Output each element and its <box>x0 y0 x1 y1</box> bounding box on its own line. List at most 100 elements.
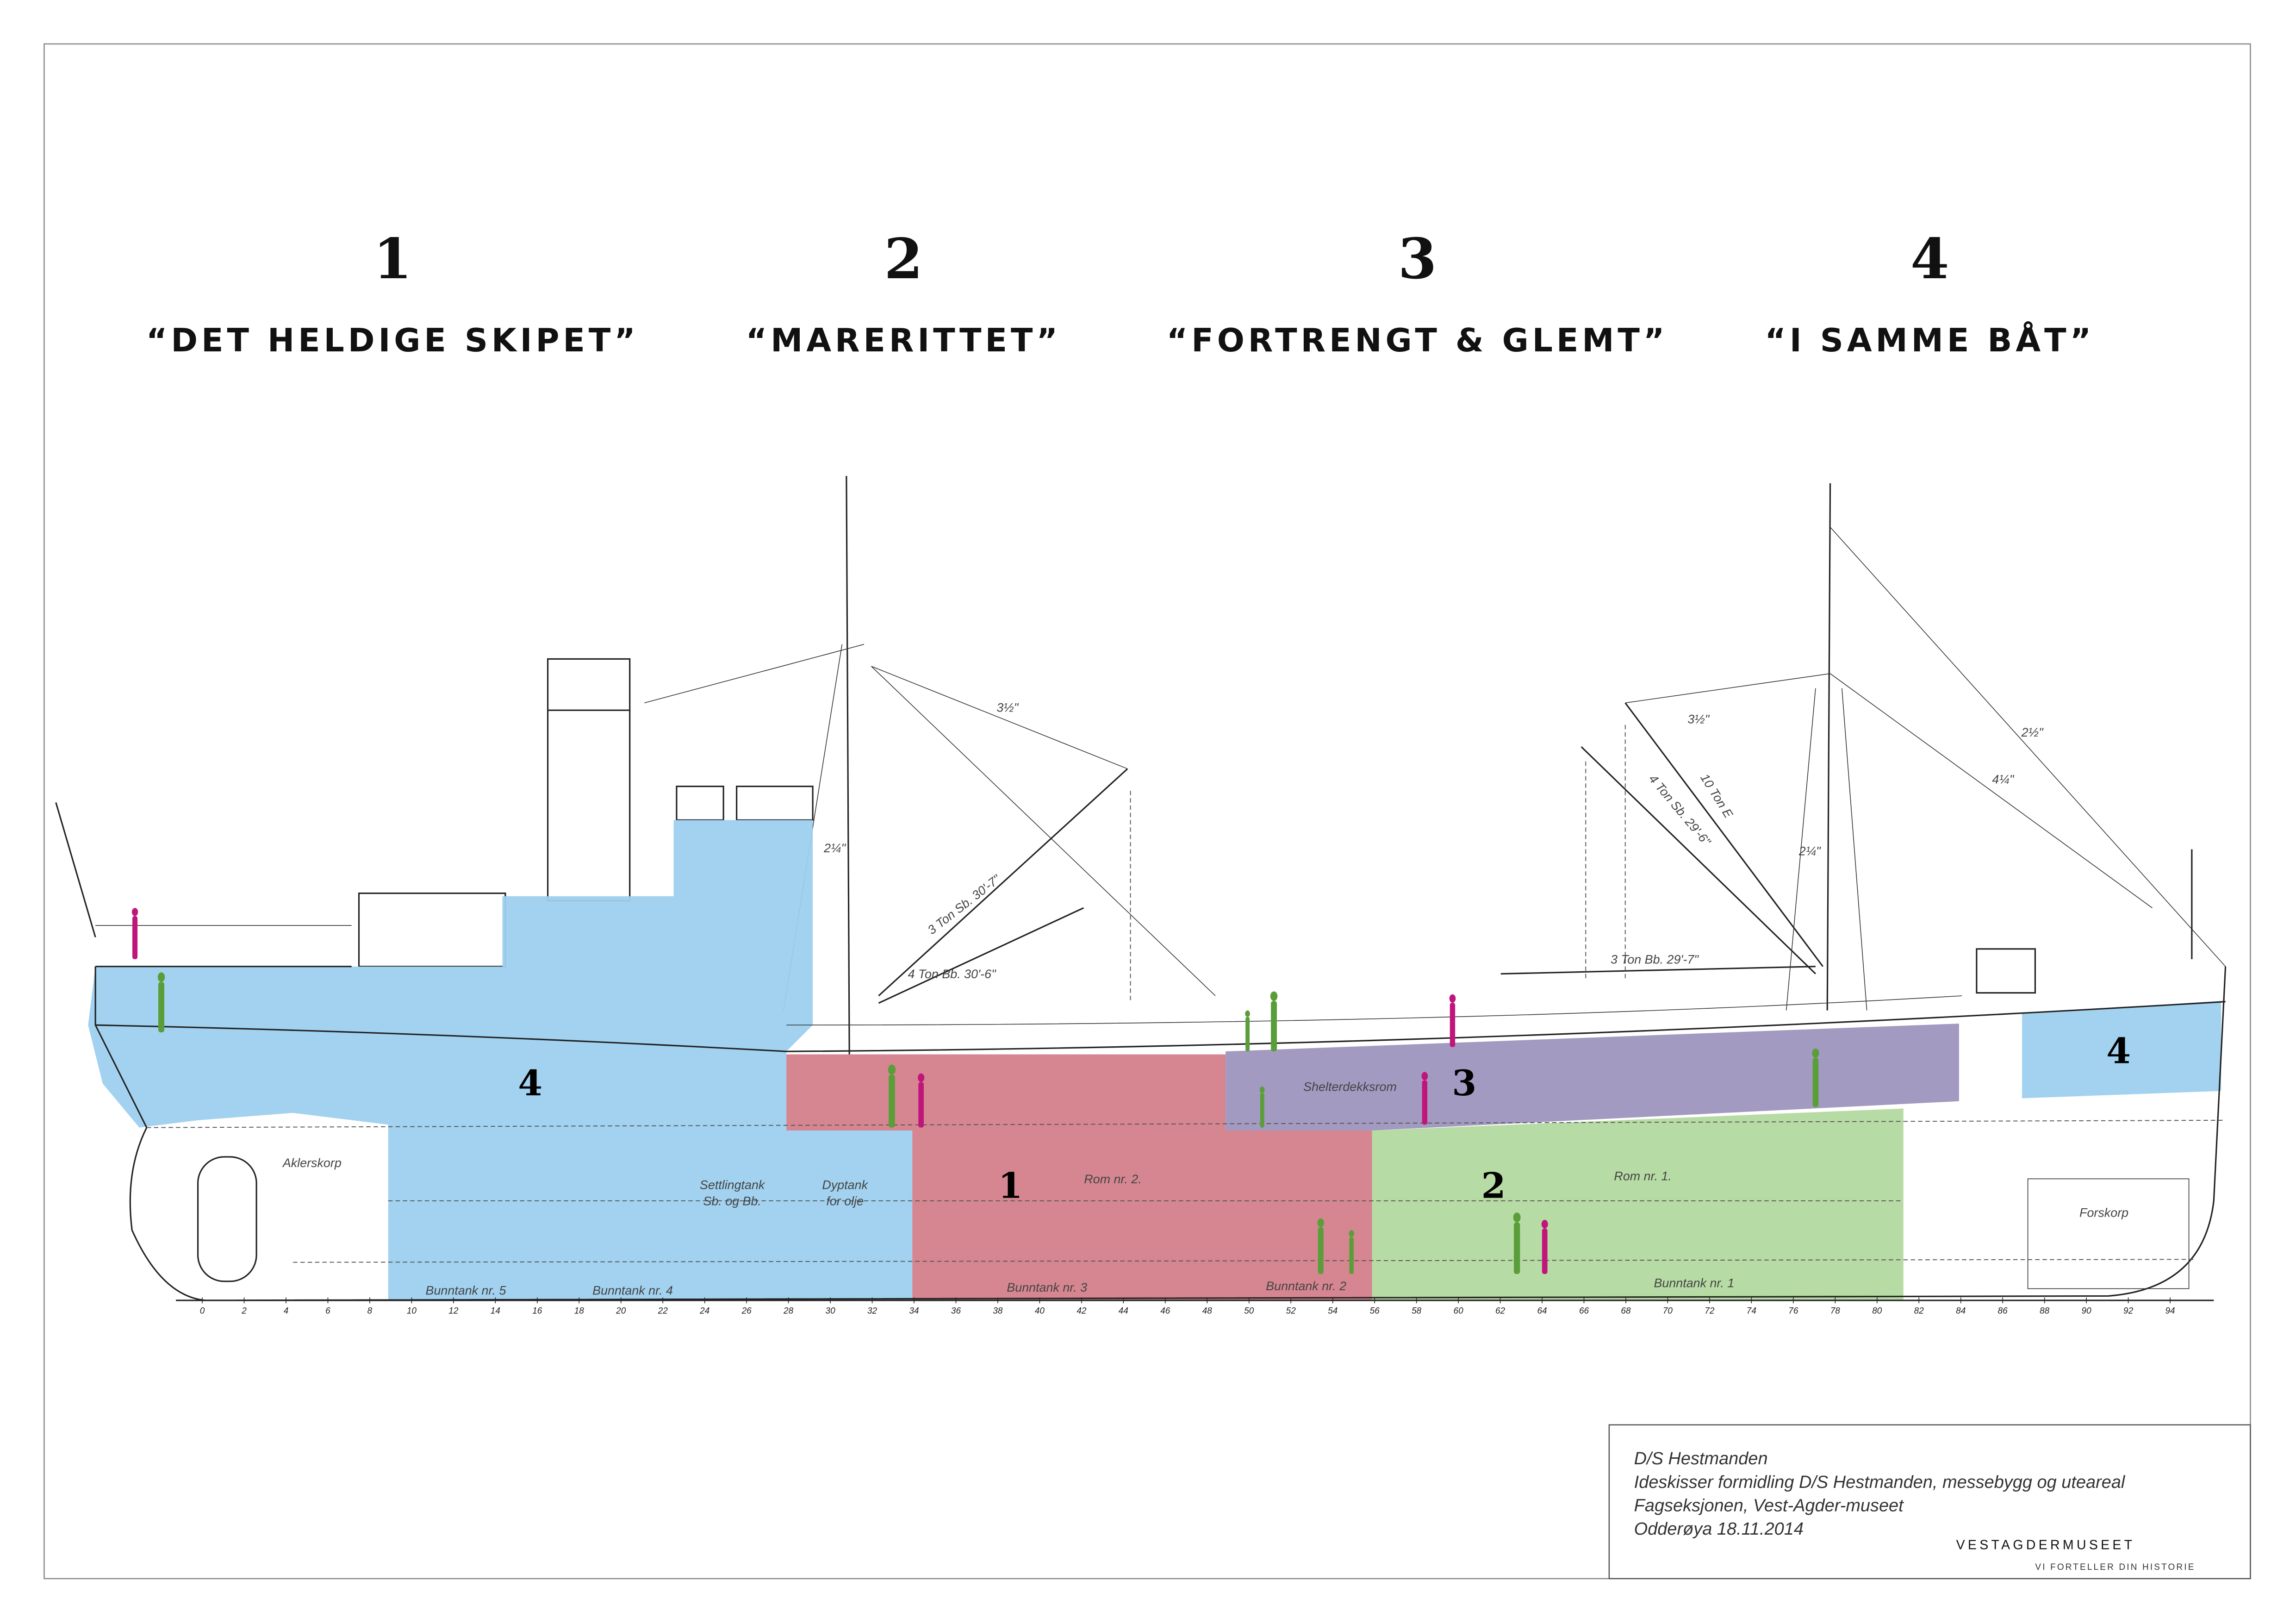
zone-aft-4[interactable] <box>88 820 913 1300</box>
frame-number: 46 <box>1160 1306 1170 1316</box>
label-wire: 3½" <box>1687 712 1710 726</box>
hull-outline <box>94 925 2227 1301</box>
frame-number: 18 <box>574 1306 585 1316</box>
theme-title: “DET HELDIGE SKIPET” <box>146 322 639 359</box>
frame-number: 32 <box>867 1306 877 1316</box>
fore-mast <box>846 476 850 1055</box>
frame-number: 68 <box>1621 1306 1631 1316</box>
fore-boom <box>878 768 1128 997</box>
label-rom2: Rom nr. 2. <box>1084 1172 1141 1186</box>
label-wire: 2¼" <box>1798 844 1821 858</box>
frame-number: 50 <box>1244 1306 1254 1316</box>
zone-hold2-upper-1[interactable] <box>786 1054 1226 1131</box>
label-rom1: Rom nr. 1. <box>1614 1169 1671 1183</box>
person-figure-green <box>157 972 165 1033</box>
theme-title: “FORTRENGT & GLEMT” <box>1167 322 1668 359</box>
frame-number: 36 <box>951 1306 961 1316</box>
label-wire: 2¼" <box>823 841 846 855</box>
frame-number: 86 <box>1998 1306 2008 1316</box>
label-dyptank: Dyptank <box>822 1178 868 1192</box>
label-bunntank3: Bunntank nr. 3 <box>1007 1280 1087 1294</box>
zone-hold2-lower-1[interactable] <box>912 1130 1372 1300</box>
label-bunntank5: Bunntank nr. 5 <box>426 1283 507 1297</box>
label-wire: 3½" <box>996 700 1019 714</box>
theme-title: “I SAMME BÅT” <box>1765 321 2095 359</box>
zone-number-bow: 4 <box>2106 1030 2131 1071</box>
frame-number: 80 <box>1872 1306 1882 1316</box>
frame-number: 42 <box>1076 1306 1087 1316</box>
label-settlingtank-sub: Sb. og Bb. <box>703 1194 761 1208</box>
frame-number: 88 <box>2040 1306 2050 1316</box>
frame-number: 94 <box>2165 1306 2175 1316</box>
frame-number: 30 <box>826 1306 836 1316</box>
person-figure-green <box>888 1064 896 1128</box>
frame-number: 26 <box>741 1306 752 1316</box>
label-aklerskorp: Aklerskorp <box>282 1156 342 1170</box>
frame-number: 58 <box>1412 1306 1422 1316</box>
frame-number: 38 <box>993 1306 1003 1316</box>
frame-number: 10 <box>407 1306 417 1316</box>
zone-bow-4[interactable] <box>2022 1001 2221 1099</box>
frame-number: 74 <box>1747 1306 1756 1316</box>
museum-logo-text: VESTAGDERMUSEET <box>1956 1538 2135 1553</box>
theme-1: 1 “DET HELDIGE SKIPET” <box>146 226 639 359</box>
frame-number: 34 <box>909 1306 919 1316</box>
theme-3: 3 “FORTRENGT & GLEMT” <box>1167 226 1668 359</box>
label-bunntank1: Bunntank nr. 1 <box>1654 1276 1734 1290</box>
person-figure-green <box>1513 1212 1521 1274</box>
person-figure-green <box>1259 1087 1265 1128</box>
theme-title: “MARERITTET” <box>746 322 1061 359</box>
info-place-date: Odderøya 18.11.2014 <box>1634 1519 1804 1539</box>
frame-number: 76 <box>1788 1306 1798 1316</box>
human-figures <box>131 908 1819 1274</box>
theme-number: 3 <box>1398 226 1437 292</box>
sheet-frame <box>44 43 2251 1580</box>
person-figure-green <box>1349 1230 1354 1274</box>
person-figure-green <box>1812 1048 1819 1107</box>
person-figure-magenta <box>1421 1072 1428 1125</box>
theme-4: 4 “I SAMME BÅT” <box>1765 226 2095 359</box>
frame-number: 14 <box>491 1306 500 1316</box>
frame-number: 56 <box>1370 1306 1380 1316</box>
label-settlingtank: Settlingtank <box>700 1178 765 1192</box>
frame-number: 60 <box>1454 1306 1464 1316</box>
frame-number: 64 <box>1537 1306 1547 1316</box>
ship-rigging <box>55 476 2226 1055</box>
frame-number: 72 <box>1705 1306 1715 1316</box>
frame-number: 66 <box>1579 1306 1589 1316</box>
label-wire: 2½" <box>2021 725 2044 739</box>
frame-number: 12 <box>448 1306 459 1316</box>
zone-hold1-2[interactable] <box>1372 1108 1904 1300</box>
frame-number: 48 <box>1202 1306 1213 1316</box>
frame-number: 54 <box>1328 1306 1338 1316</box>
info-ship-name: D/S Hestmanden <box>1634 1449 1768 1468</box>
person-figure-magenta <box>1449 994 1456 1047</box>
frame-number: 62 <box>1495 1306 1506 1316</box>
zone-number-shelter: 3 <box>1452 1062 1476 1104</box>
frame-number: 4 <box>284 1306 289 1316</box>
frame-number: 84 <box>1956 1306 1966 1316</box>
person-figure-magenta <box>1541 1219 1548 1274</box>
zone-number-hold1: 2 <box>1481 1165 1506 1206</box>
frame-number: 6 <box>325 1306 330 1316</box>
theme-number: 1 <box>373 226 412 292</box>
person-figure-green <box>1245 1010 1250 1052</box>
person-figure-green <box>1317 1218 1324 1274</box>
person-figure-magenta <box>918 1073 925 1128</box>
frame-number: 0 <box>200 1306 205 1316</box>
label-boom-fore-bb: 4 Ton Bb. 30'-6" <box>908 967 996 981</box>
zone-shelterdeck-3[interactable] <box>1226 1024 1959 1131</box>
main-mast <box>1826 483 1831 1011</box>
label-bunntank2: Bunntank nr. 2 <box>1266 1279 1346 1293</box>
frame-number: 78 <box>1830 1306 1841 1316</box>
frame-number: 90 <box>2082 1306 2092 1316</box>
frame-number: 40 <box>1035 1306 1045 1316</box>
frame-number: 82 <box>1914 1306 1924 1316</box>
label-wire: 4¼" <box>1992 772 2014 786</box>
label-boom-main-bb: 3 Ton Bb. 29'-7" <box>1611 952 1699 966</box>
frame-number: 2 <box>241 1306 247 1316</box>
frame-number: 20 <box>616 1306 626 1316</box>
frame-number: 52 <box>1286 1306 1296 1316</box>
info-department: Fagseksjonen, Vest-Agder-museet <box>1634 1496 1904 1515</box>
